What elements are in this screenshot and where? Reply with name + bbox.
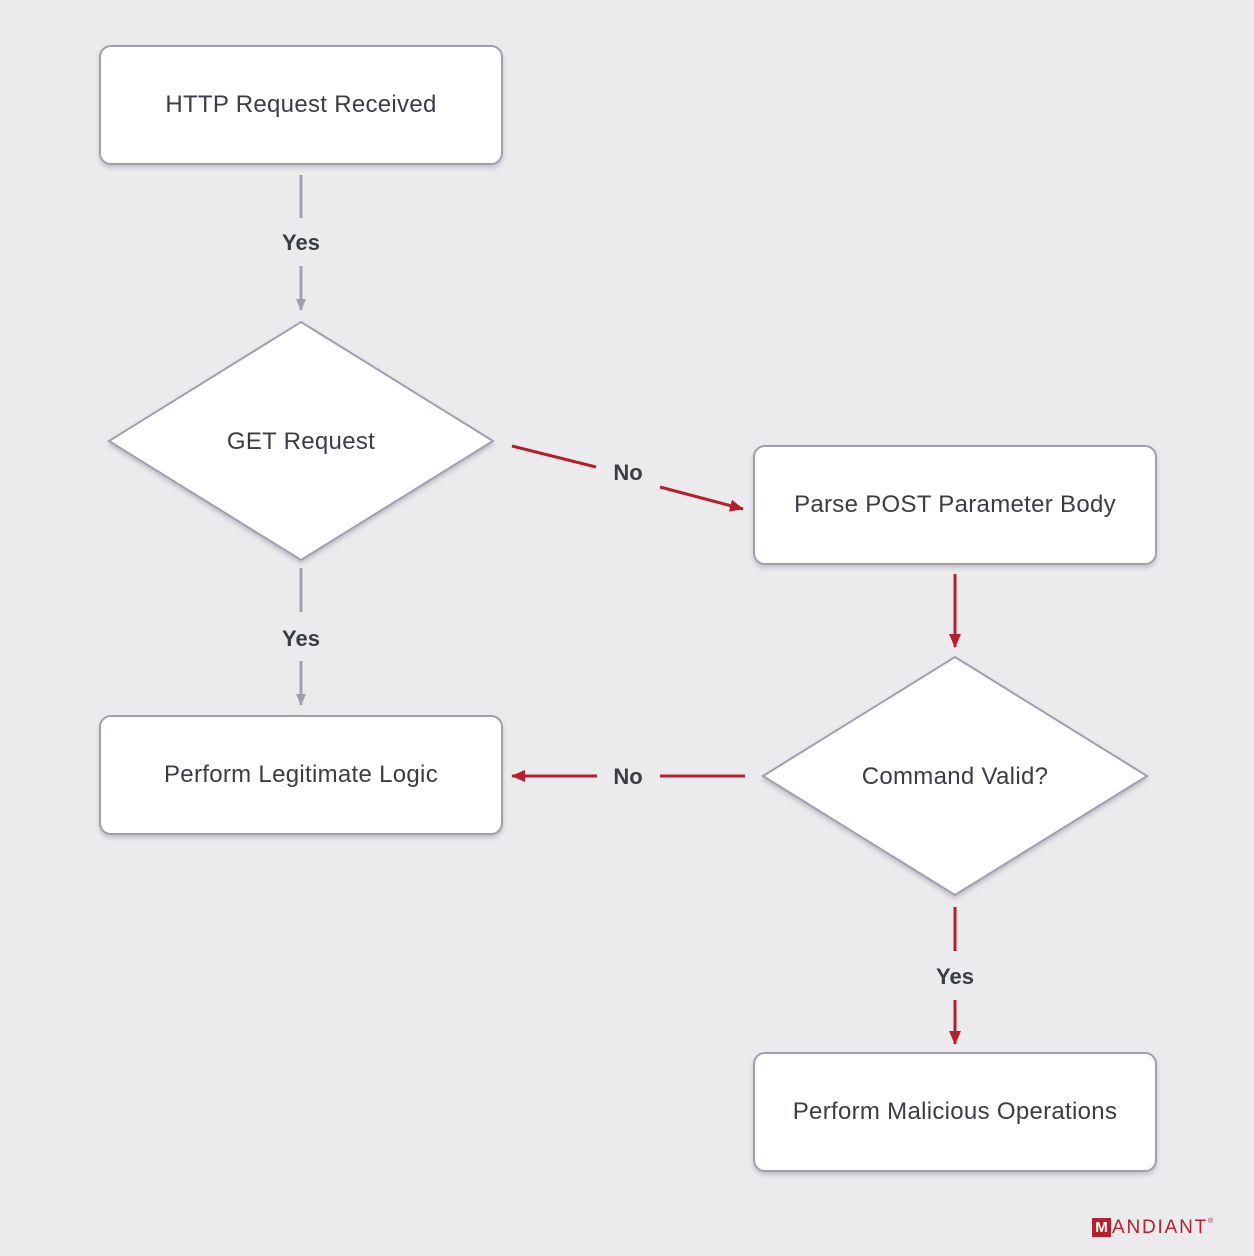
- node-http-request-received-label: HTTP Request Received: [165, 91, 437, 118]
- mandiant-logo: M ANDIANT ®: [1092, 1218, 1213, 1237]
- node-perform-legitimate-logic: Perform Legitimate Logic: [99, 715, 503, 835]
- node-parse-post-parameter-body-label: Parse POST Parameter Body: [794, 491, 1116, 518]
- node-perform-legitimate-logic-label: Perform Legitimate Logic: [164, 761, 438, 788]
- mandiant-logo-text: ANDIANT: [1112, 1217, 1208, 1238]
- edge-label-command-to-legitimate: No: [613, 764, 643, 789]
- node-get-request-label: GET Request: [226, 428, 376, 455]
- mandiant-logo-mark: M: [1092, 1218, 1111, 1237]
- node-command-valid-label: Command Valid?: [861, 763, 1049, 790]
- edge-get-to-parse-left: [511, 444, 597, 469]
- node-parse-post-parameter-body: Parse POST Parameter Body: [753, 445, 1157, 565]
- decision-diamond-get-request: [107, 320, 495, 562]
- decision-diamond-command-valid: [761, 655, 1149, 897]
- node-http-request-received: HTTP Request Received: [99, 45, 503, 165]
- edge-label-command-to-malicious: Yes: [936, 964, 974, 989]
- node-perform-malicious-operations-label: Perform Malicious Operations: [792, 1098, 1118, 1125]
- edge-get-to-parse-right: [659, 485, 744, 512]
- node-perform-malicious-operations: Perform Malicious Operations: [753, 1052, 1157, 1172]
- edge-label-get-to-legitimate: Yes: [282, 626, 320, 651]
- edge-label-get-to-parse: No: [613, 460, 643, 485]
- trademark-symbol: ®: [1208, 1218, 1214, 1225]
- edge-label-received-to-get: Yes: [282, 230, 320, 255]
